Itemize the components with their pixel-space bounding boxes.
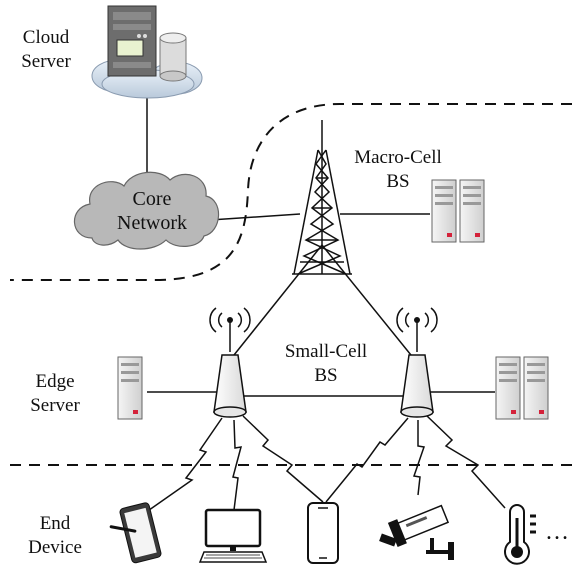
- end-device-label-line2: Device: [28, 537, 82, 558]
- edge-server-label-line1: Edge: [35, 371, 75, 392]
- cloud-server-label: Cloud Server: [10, 26, 82, 74]
- cloud-tier-boundary: [10, 103, 572, 281]
- server-rack-icon: [496, 357, 548, 419]
- end-device-label-line1: End: [39, 513, 71, 534]
- smartphone-icon: [307, 502, 339, 564]
- security-camera-icon: [379, 504, 454, 560]
- small-cell-antenna-icon: [396, 307, 438, 418]
- cloud-server-label-line2: Server: [21, 51, 71, 72]
- thermometer-sensor-icon: [504, 504, 536, 565]
- small-cell-label: Small-Cell BS: [264, 340, 388, 388]
- end-device-label: End Device: [14, 512, 96, 560]
- server-rack-icon: [117, 356, 143, 420]
- core-network-label-line1: Core: [132, 188, 172, 210]
- wireless-links: [141, 415, 506, 516]
- cloud-icon: [73, 171, 220, 250]
- macro-cell-label-line1: Macro-Cell: [354, 147, 442, 168]
- more-devices-ellipsis: …: [545, 519, 569, 545]
- small-cell-label-line2: BS: [314, 365, 338, 386]
- core-network-label-line2: Network: [117, 212, 187, 234]
- macro-cell-label-line2: BS: [386, 171, 410, 192]
- server-cloud-icon: [91, 5, 203, 99]
- desktop-computer-icon: [198, 508, 268, 563]
- cloud-server-label-line1: Cloud: [22, 27, 70, 48]
- macro-cell-tower-icon: [292, 120, 352, 275]
- edge-server-label: Edge Server: [14, 370, 96, 418]
- small-cell-label-line1: Small-Cell: [284, 341, 368, 362]
- small-cell-antenna-icon: [209, 307, 251, 418]
- tablet-icon: [109, 502, 162, 564]
- core-network-label: Core Network: [104, 187, 200, 235]
- macro-cell-label: Macro-Cell BS: [336, 146, 460, 194]
- edge-server-label-line2: Server: [30, 395, 80, 416]
- wired-links: [146, 92, 495, 397]
